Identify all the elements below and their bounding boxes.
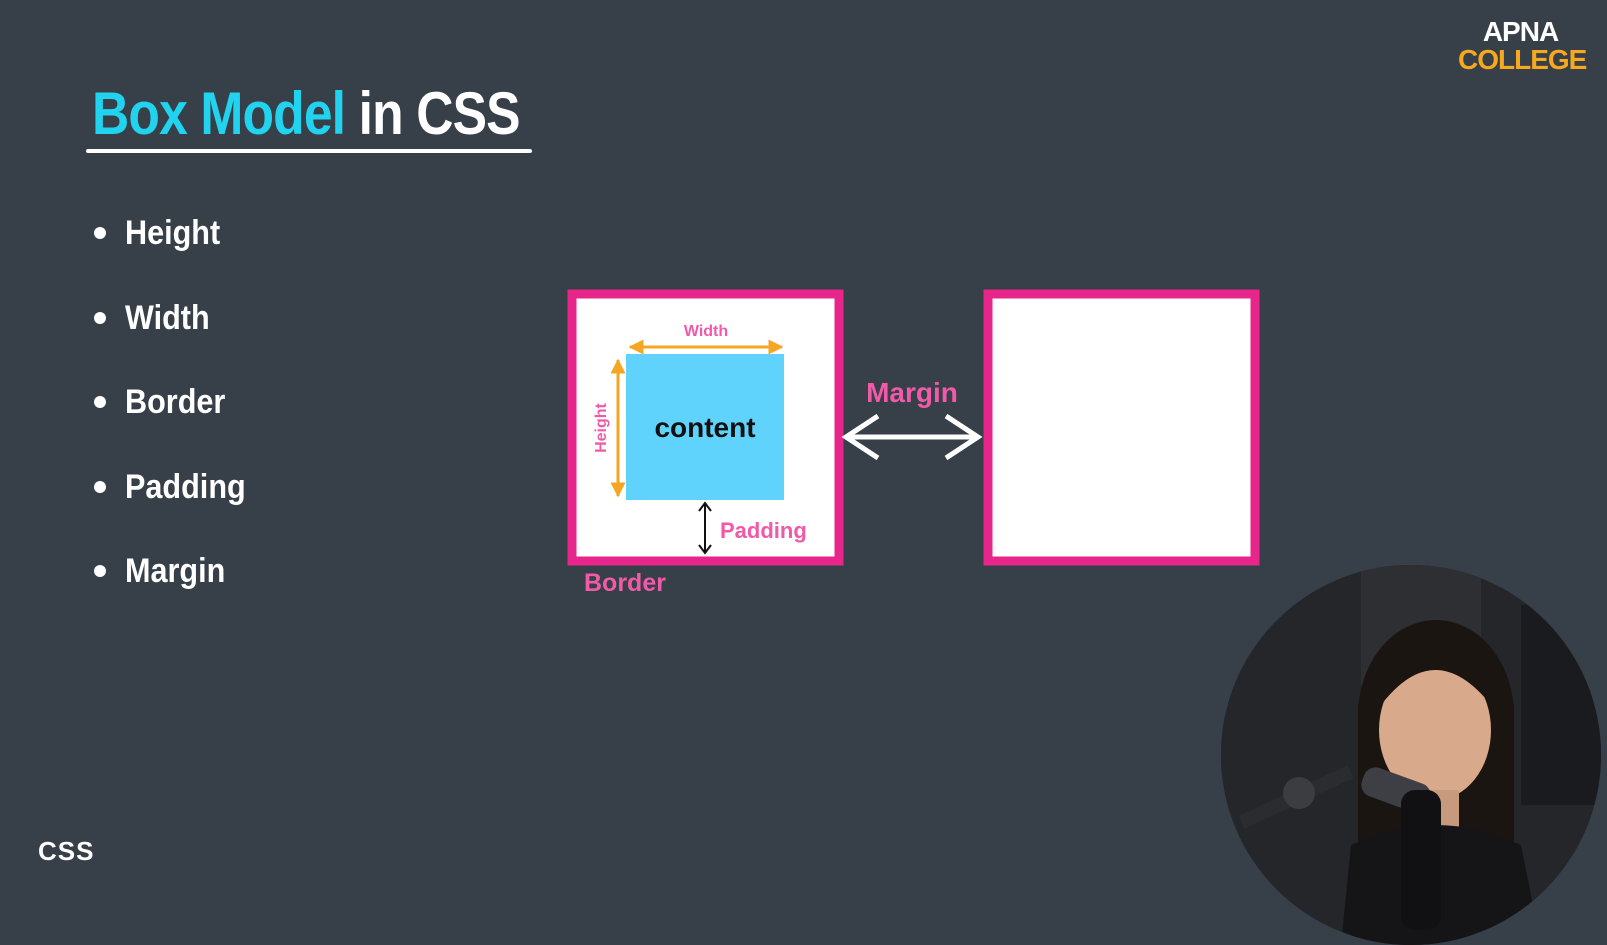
- padding-label: Padding: [720, 518, 807, 543]
- logo-line-2: COLLEGE: [1458, 44, 1587, 75]
- bullet-dot-icon: [94, 565, 106, 577]
- bullet-item: Height: [92, 212, 259, 297]
- title-rest: in CSS: [345, 80, 521, 147]
- title-underline: [86, 149, 532, 153]
- content-box: [626, 354, 784, 500]
- presenter-webcam: [1221, 565, 1601, 945]
- box-model-diagram: content Width Height Padding Border Marg…: [567, 289, 1260, 597]
- height-label: Height: [593, 402, 610, 452]
- slide-title: Box Model in CSS: [92, 78, 521, 150]
- content-label: content: [654, 412, 755, 443]
- margin-arrow-icon: [841, 413, 983, 461]
- border-label: Border: [584, 569, 666, 597]
- bullet-dot-icon: [94, 396, 106, 408]
- bullet-item: Border: [92, 381, 259, 466]
- bullet-dot-icon: [94, 227, 106, 239]
- apna-college-logo: APNA COLLEGE: [1458, 16, 1587, 75]
- bullet-dot-icon: [94, 311, 106, 324]
- margin-label: Margin: [866, 377, 958, 408]
- title-accent: Box Model: [92, 80, 346, 147]
- bullet-dot-icon: [94, 480, 106, 493]
- padding-arrow-icon: [698, 501, 712, 555]
- width-label: Width: [684, 323, 728, 340]
- bullet-list: Height Width Border Padding Margin: [92, 212, 259, 635]
- bullet-item: Padding: [92, 466, 259, 551]
- bullet-item: Width: [92, 297, 259, 382]
- presenter-avatar-icon: [1221, 565, 1601, 945]
- sibling-box: [983, 289, 1260, 566]
- footer-label: CSS: [38, 836, 95, 866]
- logo-line-1: APNA: [1482, 16, 1559, 47]
- bullet-item: Margin: [92, 550, 259, 635]
